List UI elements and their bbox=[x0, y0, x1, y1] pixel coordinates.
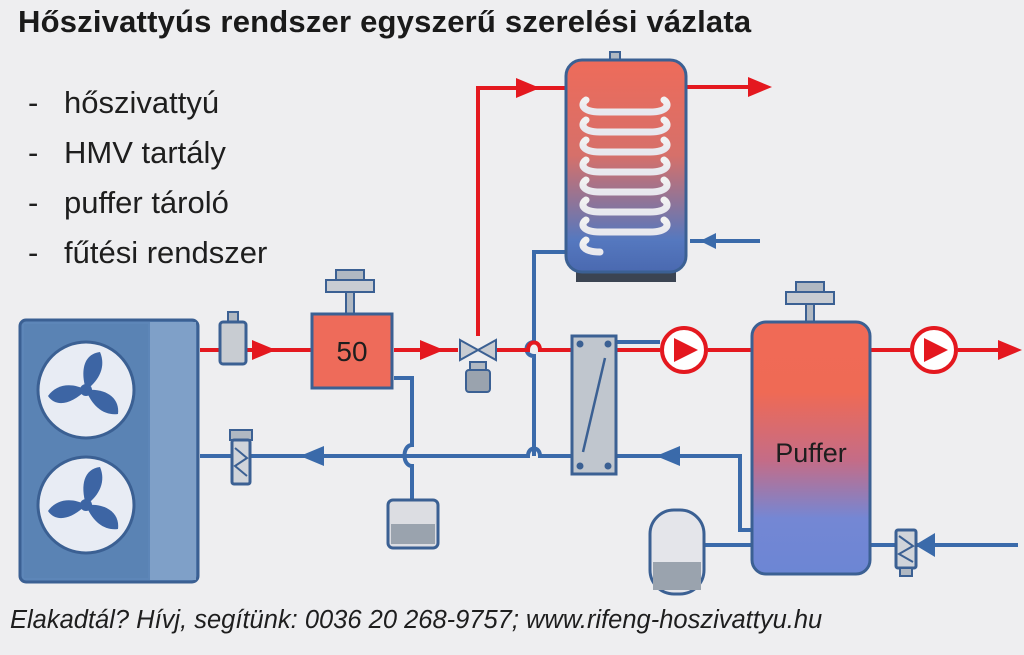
legend-label: HMV tartály bbox=[64, 135, 226, 170]
legend-dash: - bbox=[28, 85, 39, 120]
circulation-pump-icon bbox=[660, 326, 708, 374]
buffer-label: Puffer bbox=[775, 438, 847, 468]
expansion-vessel-large bbox=[648, 508, 706, 596]
legend-item-hmv-tank: -HMV tartály bbox=[28, 128, 267, 178]
legend-dash: - bbox=[28, 135, 39, 170]
fan-icon bbox=[36, 340, 136, 440]
hmv-tank bbox=[564, 51, 688, 282]
flow-arrows bbox=[252, 77, 1022, 360]
heat-pump-unit bbox=[18, 318, 200, 584]
buffer-tank: Puffer bbox=[750, 281, 872, 576]
coil-icon bbox=[579, 96, 671, 256]
legend-label: puffer tároló bbox=[64, 185, 229, 220]
diagram-title: Hőszivattyús rendszer egyszerű szerelési… bbox=[18, 4, 752, 39]
legend-item-buffer: -puffer tároló bbox=[28, 178, 267, 228]
legend-dash: - bbox=[28, 185, 39, 220]
component-legend: -hőszivattyú -HMV tartály -puffer tároló… bbox=[28, 78, 267, 278]
heating-filter bbox=[894, 528, 918, 577]
legend-label: hőszivattyú bbox=[64, 85, 220, 120]
contact-footer: Elakadtál? Hívj, segítünk: 0036 20 268-9… bbox=[10, 606, 823, 634]
flow-sensor bbox=[218, 311, 248, 366]
fan-icon bbox=[36, 455, 136, 555]
manifold-label: 50 bbox=[336, 336, 367, 367]
legend-dash: - bbox=[28, 235, 39, 270]
legend-label: fűtési rendszer bbox=[64, 235, 268, 270]
expansion-vessel-small bbox=[386, 498, 440, 550]
return-filter bbox=[229, 429, 253, 486]
circulation-pump-icon bbox=[910, 326, 958, 374]
return-arrows bbox=[300, 233, 935, 557]
legend-item-heating-system: -fűtési rendszer bbox=[28, 228, 267, 278]
legend-item-heat-pump: -hőszivattyú bbox=[28, 78, 267, 128]
manifold-50: 50 bbox=[310, 269, 394, 390]
three-way-valve bbox=[459, 338, 497, 393]
plate-heat-exchanger bbox=[570, 334, 618, 476]
